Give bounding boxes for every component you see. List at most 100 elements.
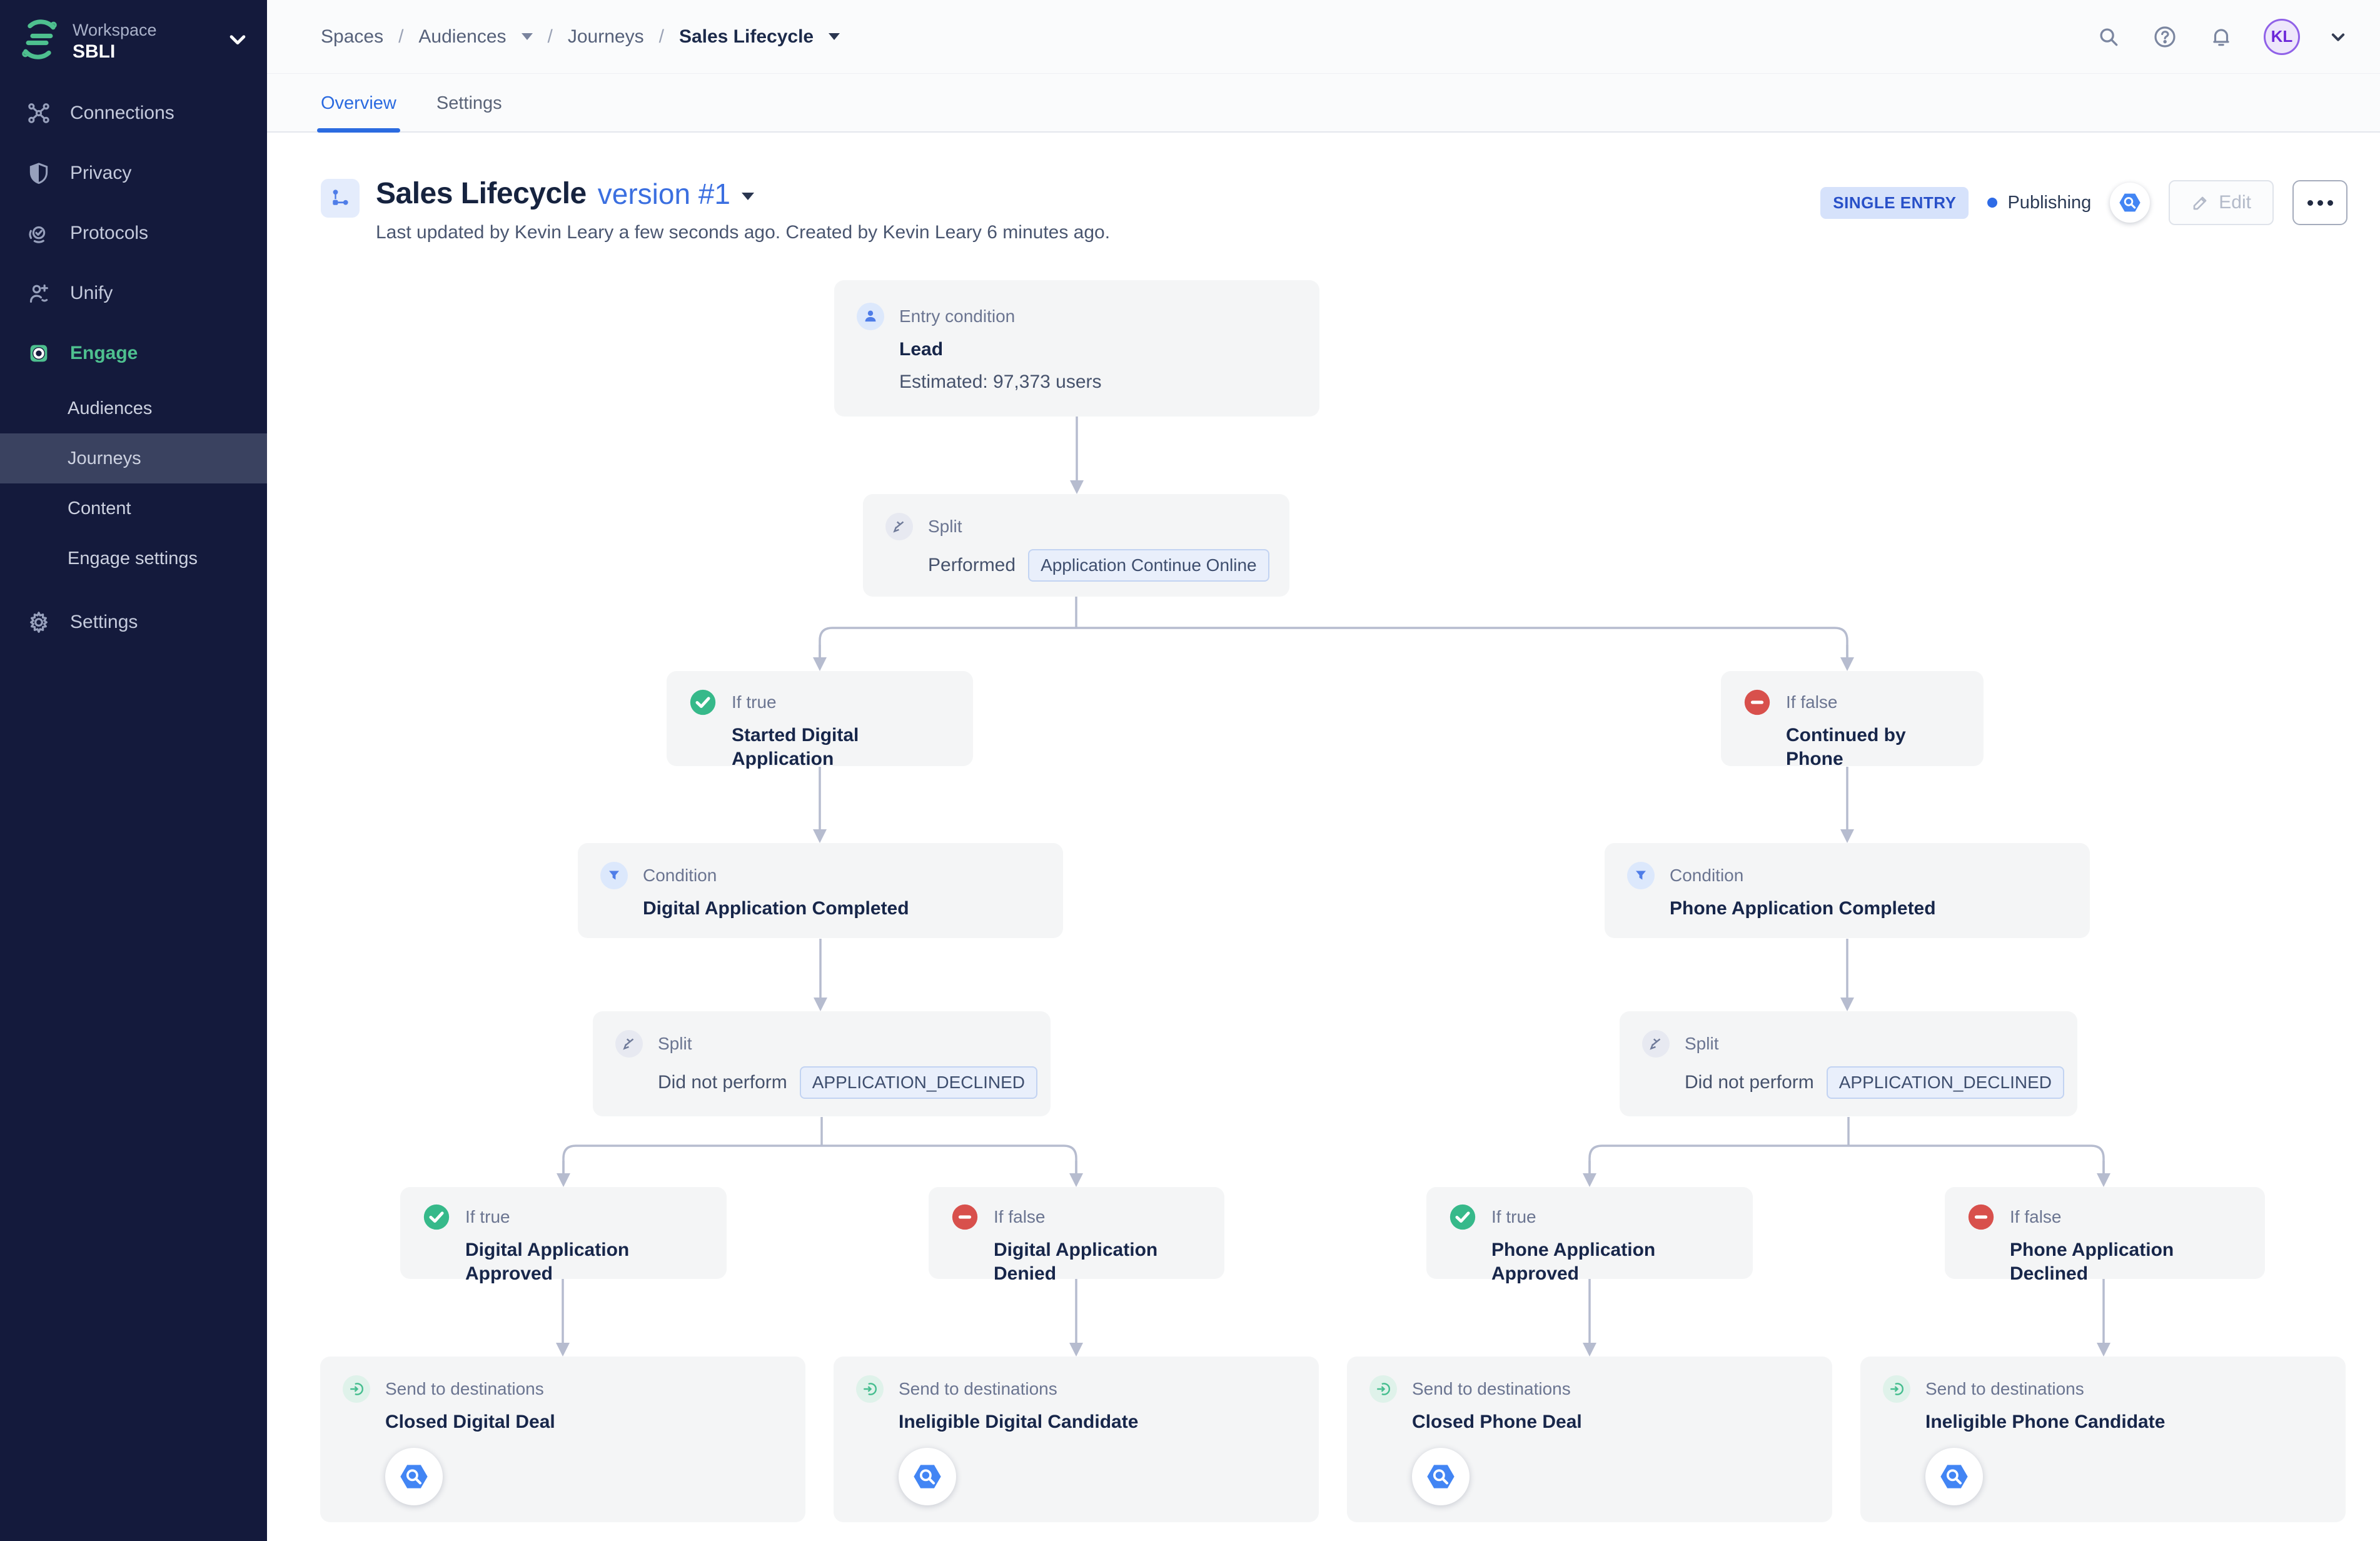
branch-label: If true: [465, 1207, 510, 1226]
node-type-label: Split: [928, 517, 962, 536]
send-to-destination-icon: [1369, 1375, 1397, 1403]
check-circle-icon: [689, 689, 717, 716]
sidebar-item-settings[interactable]: Settings: [0, 592, 267, 652]
node-title: Lead: [899, 339, 944, 360]
branch-label: If true: [1491, 1207, 1536, 1226]
node-type-label: Condition: [1670, 866, 1744, 885]
event-chip[interactable]: Application Continue Online: [1028, 549, 1269, 582]
chevron-down-icon[interactable]: [2329, 23, 2347, 51]
breadcrumb-spaces[interactable]: Spaces: [321, 26, 384, 47]
sidebar-item-content[interactable]: Content: [0, 483, 267, 533]
journey-controls: SINGLE ENTRY Publishing Edit: [1820, 180, 2347, 225]
notifications-icon[interactable]: [2207, 23, 2235, 51]
gear-icon: [25, 610, 53, 635]
node-if-true-digital[interactable]: If true Digital Application Approved: [400, 1187, 727, 1284]
chevron-down-icon[interactable]: [521, 33, 533, 40]
node-title: Closed Phone Deal: [1412, 1412, 1582, 1432]
breadcrumb-separator: /: [398, 26, 404, 47]
node-type-label: Send to destinations: [1412, 1379, 1571, 1398]
node-title: Ineligible Digital Candidate: [899, 1412, 1139, 1432]
minus-circle-icon: [1967, 1203, 1995, 1231]
bigquery-icon[interactable]: [385, 1448, 443, 1505]
check-circle-icon: [1449, 1203, 1476, 1231]
event-chip[interactable]: APPLICATION_DECLINED: [799, 1066, 1037, 1099]
breadcrumb-journeys[interactable]: Journeys: [567, 26, 644, 47]
bigquery-icon[interactable]: [1925, 1448, 1983, 1505]
node-dest-ineligible-phone[interactable]: Send to destinations Ineligible Phone Ca…: [1860, 1357, 2346, 1522]
minus-circle-icon: [1743, 689, 1771, 716]
sidebar-item-unify[interactable]: Unify: [0, 263, 267, 323]
breadcrumb-audiences[interactable]: Audiences: [418, 26, 507, 47]
workspace-switcher[interactable]: Workspace SBLI: [0, 0, 267, 74]
sidebar-item-connections[interactable]: Connections: [0, 83, 267, 143]
sub-item-label: Engage settings: [68, 548, 198, 568]
check-circle-icon: [423, 1203, 450, 1231]
sub-item-label: Audiences: [68, 398, 153, 418]
split-icon: [885, 513, 913, 540]
chevron-down-icon[interactable]: [227, 29, 248, 53]
bigquery-icon[interactable]: [1412, 1448, 1470, 1505]
node-condition-phone[interactable]: Condition Phone Application Completed: [1605, 843, 2090, 938]
search-icon[interactable]: [2095, 23, 2122, 51]
journey-flow-icon: [321, 179, 360, 218]
node-dest-closed-digital-deal[interactable]: Send to destinations Closed Digital Deal: [320, 1357, 805, 1522]
edit-button[interactable]: Edit: [2169, 180, 2274, 225]
node-type-label: Send to destinations: [1925, 1379, 2084, 1398]
help-icon[interactable]: [2151, 23, 2179, 51]
node-entry-condition[interactable]: Entry condition Lead Estimated: 97,373 u…: [834, 280, 1319, 417]
branch-label: If false: [2010, 1207, 2062, 1226]
branch-title: Phone Application Declined: [2010, 1240, 2174, 1284]
filter-icon: [600, 862, 628, 889]
event-chip[interactable]: APPLICATION_DECLINED: [1826, 1066, 2064, 1099]
branch-label: If true: [732, 692, 777, 712]
node-split-digital[interactable]: Split Did not perform APPLICATION_DECLIN…: [593, 1011, 1051, 1116]
protocols-icon: [25, 221, 53, 246]
node-split-top[interactable]: Split Performed Application Continue Onl…: [863, 494, 1289, 597]
sidebar-item-audiences[interactable]: Audiences: [0, 383, 267, 433]
sidebar-item-engage-settings[interactable]: Engage settings: [0, 533, 267, 584]
bigquery-icon[interactable]: [2110, 183, 2151, 223]
avatar[interactable]: KL: [2264, 18, 2300, 55]
sidebar-item-protocols[interactable]: Protocols: [0, 203, 267, 263]
node-if-false-phone[interactable]: If false Phone Application Declined: [1945, 1187, 2265, 1284]
bigquery-icon[interactable]: [899, 1448, 956, 1505]
node-if-false-top[interactable]: If false Continued by Phone: [1721, 671, 1984, 769]
minus-circle-icon: [951, 1203, 979, 1231]
status-label: Publishing: [2007, 192, 2092, 213]
node-condition-digital[interactable]: Condition Digital Application Completed: [578, 843, 1063, 938]
split-operator: Did not perform: [658, 1072, 787, 1093]
sidebar-item-label: Unify: [70, 283, 113, 303]
sidebar-item-engage[interactable]: Engage: [0, 323, 267, 383]
breadcrumb-separator: /: [547, 26, 553, 47]
node-dest-closed-phone-deal[interactable]: Send to destinations Closed Phone Deal: [1347, 1357, 1832, 1522]
chevron-down-icon[interactable]: [741, 192, 754, 200]
version-selector[interactable]: version #1: [597, 177, 730, 210]
send-to-destination-icon: [343, 1375, 370, 1403]
branch-title: Digital Application Approved: [465, 1240, 630, 1284]
node-if-false-digital[interactable]: If false Digital Application Denied: [929, 1187, 1224, 1284]
chevron-down-icon[interactable]: [829, 33, 840, 40]
node-if-true-top[interactable]: If true Started Digital Application: [667, 671, 973, 769]
branch-title: Digital Application Denied: [994, 1240, 1158, 1284]
connections-icon: [25, 101, 53, 126]
breadcrumb-separator: /: [658, 26, 664, 47]
split-operator: Performed: [928, 555, 1016, 575]
node-title: Ineligible Phone Candidate: [1925, 1412, 2166, 1432]
sidebar-item-journeys[interactable]: Journeys: [0, 433, 267, 483]
node-split-phone[interactable]: Split Did not perform APPLICATION_DECLIN…: [1620, 1011, 2077, 1116]
engage-subnav: Audiences Journeys Content Engage settin…: [0, 383, 267, 584]
node-dest-ineligible-digital[interactable]: Send to destinations Ineligible Digital …: [834, 1357, 1319, 1522]
pencil-icon: [2193, 196, 2207, 210]
more-options-button[interactable]: [2292, 180, 2347, 225]
workspace-name: SBLI: [73, 41, 116, 62]
tab-settings[interactable]: Settings: [436, 93, 502, 113]
branch-label: If false: [1786, 692, 1838, 712]
sidebar-item-privacy[interactable]: Privacy: [0, 143, 267, 203]
tab-overview[interactable]: Overview: [317, 93, 400, 133]
breadcrumb-current[interactable]: Sales Lifecycle: [678, 26, 814, 47]
node-if-true-phone[interactable]: If true Phone Application Approved: [1426, 1187, 1753, 1284]
sub-item-label: Journeys: [68, 448, 141, 468]
node-type-label: Split: [658, 1034, 692, 1053]
sub-item-label: Content: [68, 498, 131, 518]
